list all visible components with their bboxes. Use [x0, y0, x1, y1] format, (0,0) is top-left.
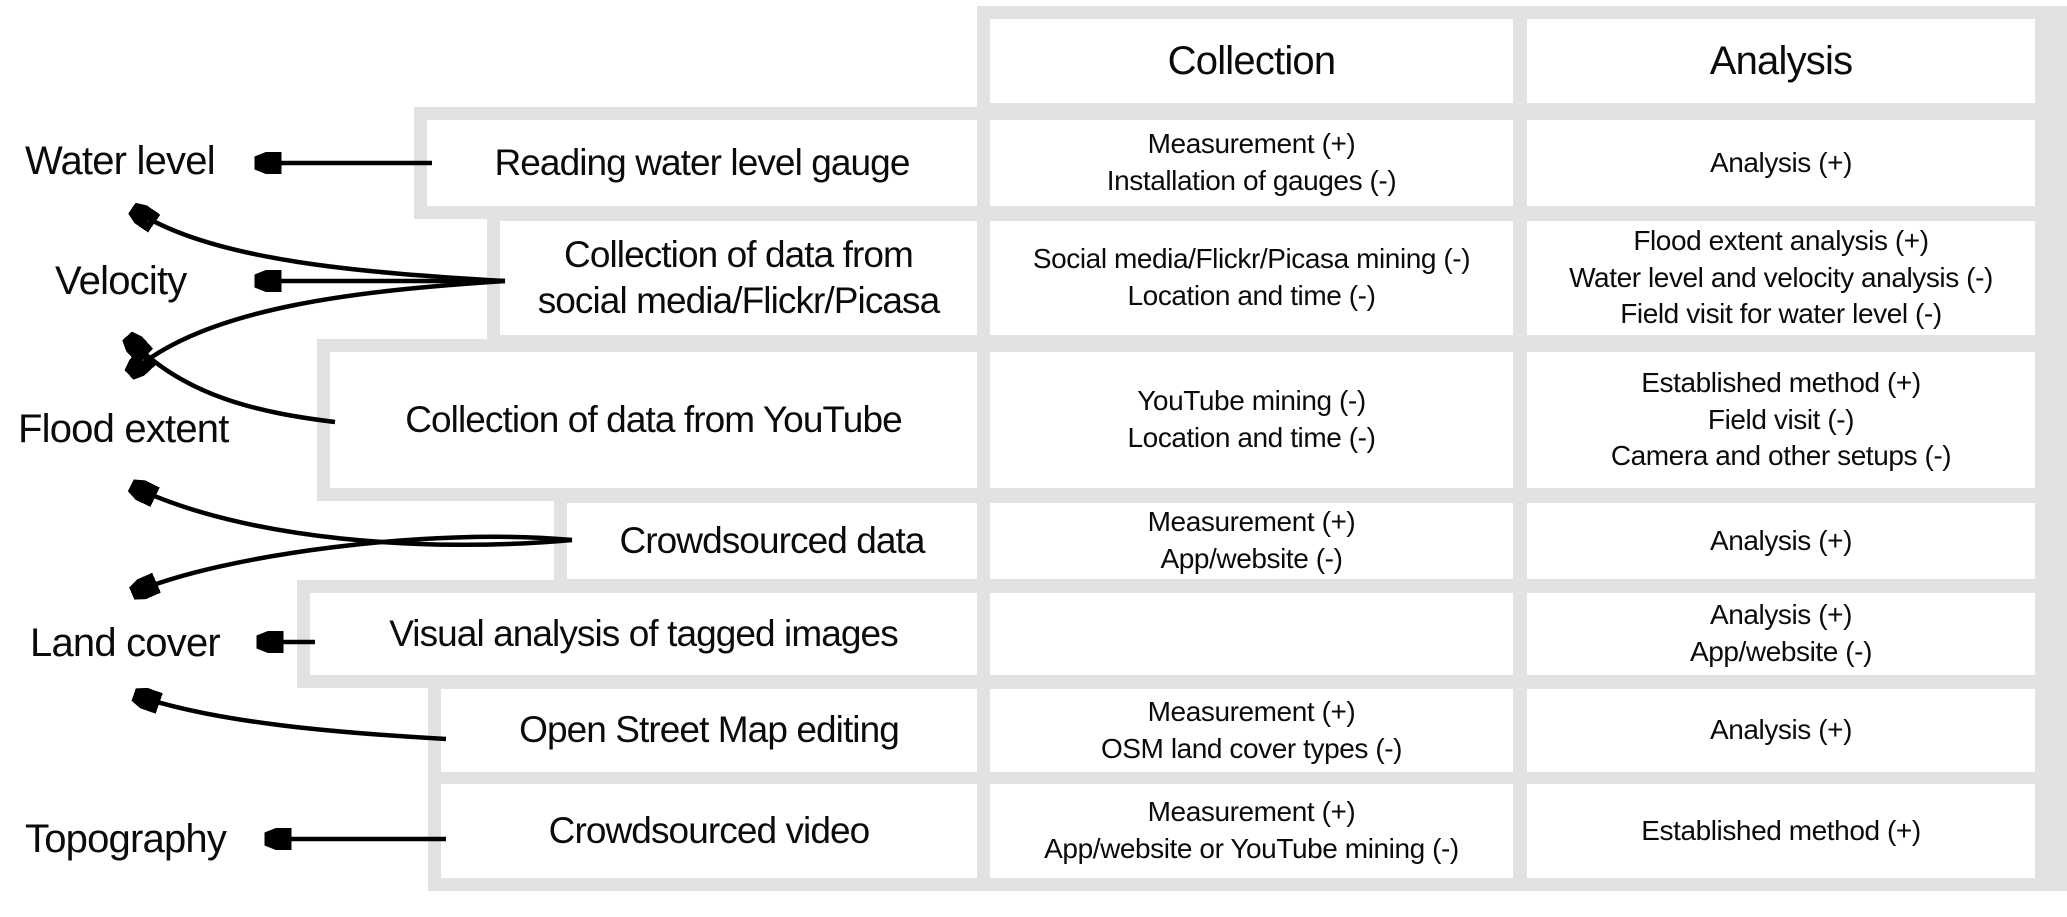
analysis-line: Camera and other setups (-) — [1610, 440, 1952, 472]
collection-line: Measurement (+) — [1147, 796, 1356, 828]
collection-line: Location and time (-) — [1127, 422, 1376, 453]
method-3-name-cell: Collection of data from YouTube — [330, 352, 977, 488]
analysis-line: Analysis (+) — [1709, 599, 1852, 631]
analysis-line: Established method (+) — [1641, 814, 1921, 846]
variable-label-topography: Topography — [25, 817, 227, 861]
collection-line: App/website or YouTube mining (-) — [1044, 833, 1459, 864]
arrow-osm-editing-to-land-cover — [135, 695, 447, 742]
method-2-name-cell: Collection of data from social media/Fli… — [500, 221, 977, 335]
method-6-name-cell: Open Street Map editing — [441, 689, 977, 772]
analysis-line: Water level and velocity analysis (-) — [1569, 261, 1993, 293]
analysis-line: Flood extent analysis (+) — [1633, 224, 1929, 256]
method-4-collection-cell: Measurement (+) App/website (-) — [990, 503, 1513, 579]
analysis-column-header: Analysis — [1527, 19, 2035, 103]
method-2-collection-cell: Social media/Flickr/Picasa mining (-) Lo… — [990, 221, 1513, 335]
method-1-name-cell: Reading water level gauge — [427, 120, 977, 206]
method-4-name-cell: Crowdsourced data — [567, 503, 977, 579]
collection-line: Location and time (-) — [1127, 280, 1376, 311]
collection-line: YouTube mining (-) — [1137, 385, 1366, 417]
collection-line: Measurement (+) — [1147, 506, 1356, 538]
collection-line: Measurement (+) — [1147, 695, 1356, 727]
method-7-collection-cell: Measurement (+) App/website or YouTube m… — [990, 784, 1513, 878]
collection-column-header: Collection — [990, 19, 1513, 103]
collection-line: Measurement (+) — [1147, 128, 1356, 160]
method-5-name-cell: Visual analysis of tagged images — [310, 593, 977, 675]
arrow-social-media-to-water-level — [133, 209, 506, 284]
variable-label-velocity: Velocity — [55, 259, 187, 303]
method-1-analysis-cell: Analysis (+) — [1527, 120, 2035, 206]
analysis-line: Analysis (+) — [1709, 714, 1852, 746]
variable-label-flood-extent: Flood extent — [18, 407, 229, 451]
method-2-analysis-cell: Flood extent analysis (+) Water level an… — [1527, 221, 2035, 335]
method-4-analysis-cell: Analysis (+) — [1527, 503, 2035, 579]
analysis-line: Field visit (-) — [1707, 403, 1855, 435]
collection-line: Social media/Flickr/Picasa mining (-) — [1032, 243, 1471, 275]
method-7-name-cell: Crowdsourced video — [441, 784, 977, 878]
collection-line: Installation of gauges (-) — [1106, 165, 1397, 196]
collection-line: App/website (-) — [1160, 543, 1343, 574]
method-5-collection-cell — [990, 593, 1513, 675]
collection-line: OSM land cover types (-) — [1100, 732, 1403, 764]
analysis-line: Analysis (+) — [1709, 524, 1852, 556]
method-7-analysis-cell: Established method (+) — [1527, 784, 2035, 878]
method-6-collection-cell: Measurement (+) OSM land cover types (-) — [990, 689, 1513, 772]
variable-label-land-cover: Land cover — [30, 621, 221, 665]
method-5-analysis-cell: Analysis (+) App/website (-) — [1527, 593, 2035, 675]
method-1-collection-cell: Measurement (+) Installation of gauges (… — [990, 120, 1513, 206]
analysis-line: App/website (-) — [1690, 636, 1872, 667]
method-3-analysis-cell: Established method (+) Field visit (-) C… — [1527, 352, 2035, 488]
method-6-analysis-cell: Analysis (+) — [1527, 689, 2035, 772]
analysis-line: Established method (+) — [1641, 366, 1921, 398]
analysis-line: Field visit for water level (-) — [1620, 298, 1942, 330]
analysis-line: Analysis (+) — [1709, 146, 1852, 178]
method-3-collection-cell: YouTube mining (-) Location and time (-) — [990, 352, 1513, 488]
variable-label-water-level: Water level — [25, 139, 216, 183]
